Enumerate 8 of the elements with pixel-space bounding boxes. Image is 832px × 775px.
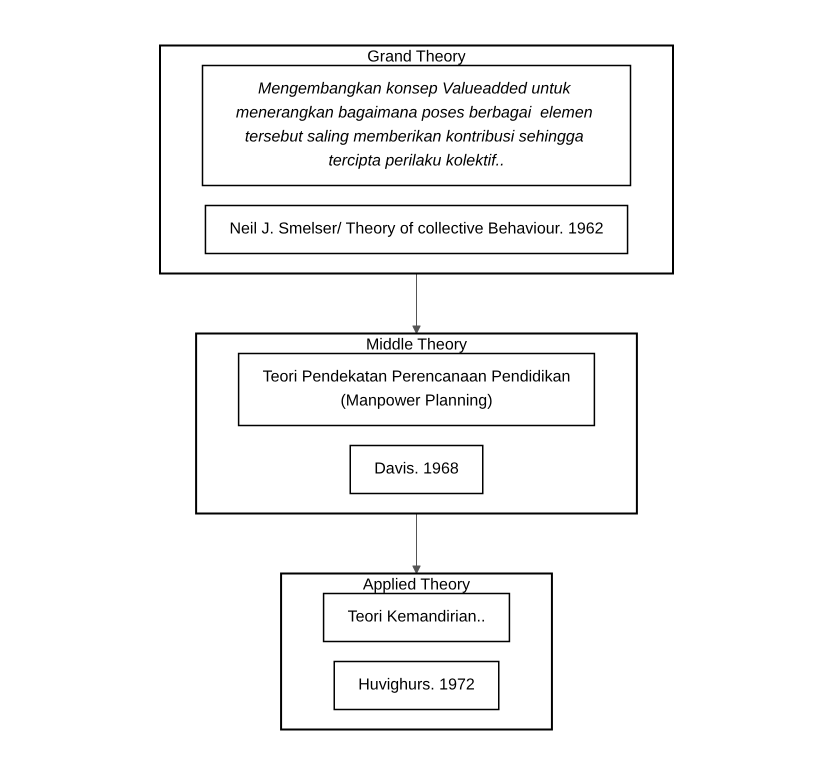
node-box: Neil J. Smelser/ Theory of collective Behaviour. 1962 xyxy=(204,204,628,254)
arrow xyxy=(412,273,420,334)
node-box: Mengembangkan konsep Valueadded untuk menerangkan bagaimana poses berbagai elemen tersebut saling memberikan kontribusi sehingga tercipta perilaku kolektif.. xyxy=(201,64,631,186)
node-box: Teori Pendekatan Perencanaan Pendidikan (Manpower Planning) xyxy=(237,352,595,426)
node-box: Huvighurs. 1972 xyxy=(333,660,499,710)
node-box: Davis. 1968 xyxy=(349,444,483,494)
node-box: Teori Kemandirian.. xyxy=(322,592,510,642)
arrow xyxy=(412,513,420,574)
